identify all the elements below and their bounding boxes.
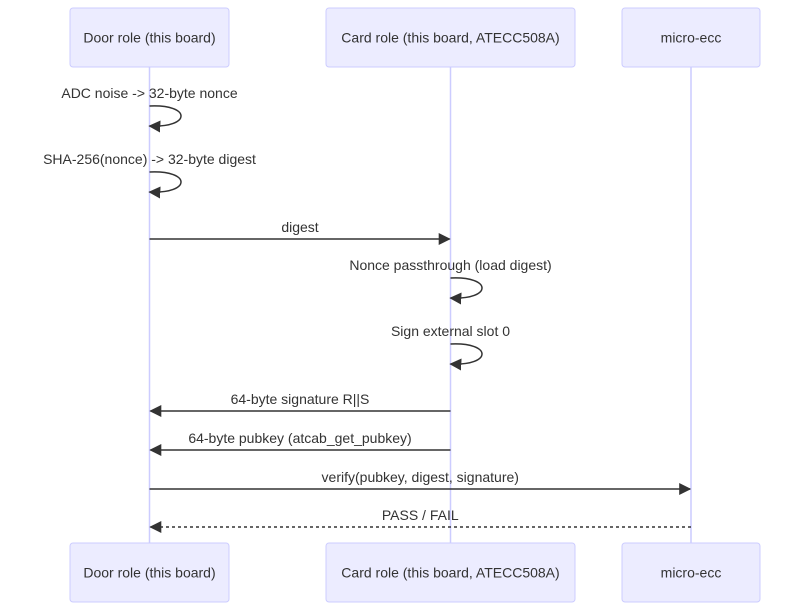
actor-label: Door role (this board) xyxy=(83,30,215,46)
message-1: ADC noise -> 32-byte nonce xyxy=(61,85,238,133)
actor-label: Door role (this board) xyxy=(83,565,215,581)
top-actor-ecc: micro-ecc xyxy=(621,7,761,68)
message-label: verify(pubkey, digest, signature) xyxy=(322,469,519,485)
actor-box xyxy=(325,7,576,68)
actor-box xyxy=(69,542,230,603)
message-2: SHA-256(nonce) -> 32-byte digest xyxy=(43,151,256,199)
message-label: 64-byte signature R||S xyxy=(231,391,370,407)
message-8: verify(pubkey, digest, signature) xyxy=(149,469,692,495)
bottom-actor-door: Door role (this board) xyxy=(69,542,230,603)
message-label: ADC noise -> 32-byte nonce xyxy=(61,85,237,101)
self-message-arrow xyxy=(148,105,182,133)
message-3: digest xyxy=(149,219,451,245)
actor-label: Card role (this board, ATECC508A) xyxy=(341,30,559,46)
actor-label: micro-ecc xyxy=(661,30,722,46)
message-9: PASS / FAIL xyxy=(149,507,691,533)
message-4: Nonce passthrough (load digest) xyxy=(349,257,552,305)
lifelines xyxy=(148,67,692,543)
actors-bottom: Door role (this board) Card role (this bo… xyxy=(69,542,761,603)
self-message-arrow xyxy=(449,343,483,371)
top-actor-door: Door role (this board) xyxy=(69,7,230,68)
actor-box xyxy=(69,7,230,68)
bottom-actor-card: Card role (this board, ATECC508A) xyxy=(325,542,576,603)
actors-top: Door role (this board) Card role (this bo… xyxy=(69,7,761,68)
message-7: 64-byte pubkey (atcab_get_pubkey) xyxy=(149,430,451,456)
message-label: Nonce passthrough (load digest) xyxy=(349,257,551,273)
message-label: Sign external slot 0 xyxy=(391,323,510,339)
self-message-arrow xyxy=(449,277,483,305)
message-label: 64-byte pubkey (atcab_get_pubkey) xyxy=(188,430,411,446)
messages: ADC noise -> 32-byte nonceSHA-256(nonce)… xyxy=(43,85,692,533)
message-label: PASS / FAIL xyxy=(382,507,459,523)
actor-label: micro-ecc xyxy=(661,565,722,581)
bottom-actor-ecc: micro-ecc xyxy=(621,542,761,603)
self-message-arrow xyxy=(148,171,182,199)
message-6: 64-byte signature R||S xyxy=(149,391,451,417)
message-label: SHA-256(nonce) -> 32-byte digest xyxy=(43,151,256,167)
actor-box xyxy=(325,542,576,603)
message-label: digest xyxy=(281,219,318,235)
actor-box xyxy=(621,7,761,68)
actor-label: Card role (this board, ATECC508A) xyxy=(341,565,559,581)
message-5: Sign external slot 0 xyxy=(391,323,510,371)
actor-box xyxy=(621,542,761,603)
top-actor-card: Card role (this board, ATECC508A) xyxy=(325,7,576,68)
